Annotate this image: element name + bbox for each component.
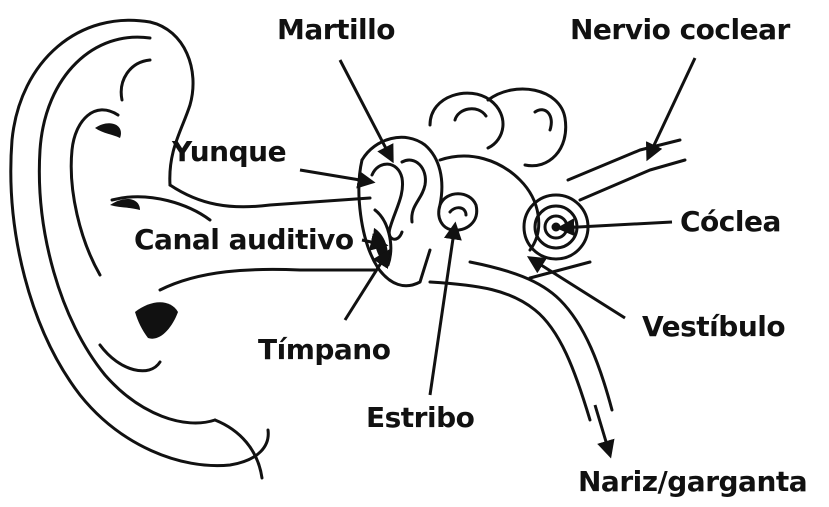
label-canal-auditivo: Canal auditivo [134,223,354,256]
arrow-timpano [343,248,390,321]
cochlear-nerve-lower [578,158,687,202]
semicircular-canal-1 [428,91,505,150]
canal-upper-wall [168,183,372,209]
label-yunque: Yunque [172,135,287,168]
stirrup-shape [437,192,479,232]
label-nariz-garganta: Nariz/garganta [578,465,808,498]
pinna-inner-fold [37,35,217,425]
arrow-estribo [428,221,462,396]
label-nervio-coclear: Nervio coclear [570,13,790,46]
tube-bottom-line [528,260,592,280]
eustachian-upper [428,280,592,422]
cochlear-nerve-upper [566,138,682,182]
arrow-nariz-garganta [593,404,615,459]
label-vestibulo: Vestíbulo [642,310,786,343]
arrow-canal-auditivo [361,233,389,251]
arrow-coclea [556,218,673,237]
semicircular-canal-3 [486,87,568,168]
label-martillo: Martillo [277,13,395,46]
arrow-vestibulo [526,256,626,320]
vestibule-body [438,154,541,252]
helix [148,20,195,187]
hammer-shape [370,162,405,241]
eustachian-lower [468,260,614,412]
ear-bottom-curve [98,343,162,373]
arrow-martillo [338,59,394,164]
arrow-yunque [299,168,376,189]
concha-upper [119,58,152,102]
anvil-shape [400,158,427,224]
lobule [213,418,264,480]
label-estribo: Estribo [366,401,475,434]
antihelix [69,108,120,277]
canal-lower-wall [158,267,377,292]
label-coclea: Cóclea [680,205,781,238]
arrow-nervio-coclear [645,57,697,162]
semicircular-canal-2 [453,107,488,122]
label-timpano: Tímpano [258,333,391,366]
middle-ear-top [360,135,444,207]
pinna-outer [9,18,270,468]
concha-lower [110,195,212,222]
middle-ear-wall [357,158,432,288]
